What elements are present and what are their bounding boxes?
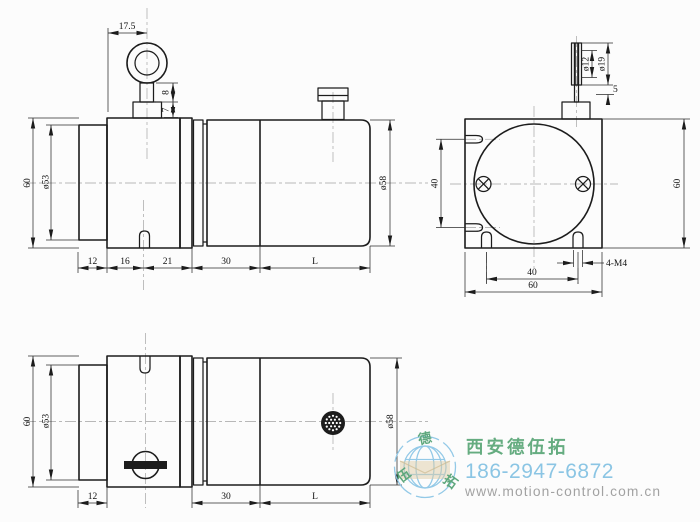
- dim-12-side: 12: [88, 257, 98, 267]
- dim-17-5: 17.5: [119, 22, 136, 32]
- view-side-top: 17.5 8 7 60 ø53 ø58 12: [23, 8, 428, 290]
- dim-30-side: 30: [221, 257, 231, 267]
- dim-d58-bottomview: ø58: [386, 414, 396, 429]
- dim-60-side: 60: [23, 178, 33, 188]
- dim-L-bottomview: L: [312, 492, 318, 502]
- ring-a: [179, 117, 193, 249]
- dim-d12: ø12: [582, 57, 592, 72]
- dim-7: 7: [162, 107, 172, 112]
- slotted-screw-icon: [124, 450, 167, 480]
- view-end: ø12 ø19 5 40 60 40 60 4-M4: [431, 36, 690, 297]
- dim-d19: ø19: [598, 57, 608, 72]
- screw-left-icon: [475, 175, 492, 193]
- eyebolt-edge-view: [561, 42, 591, 120]
- flange-cylinder-bottom: [78, 364, 108, 481]
- dim-60-bottom: 60: [528, 281, 538, 291]
- dim-d53-bottomview: ø53: [42, 414, 52, 429]
- dim-d53-side: ø53: [42, 175, 52, 190]
- front-flange-circle: [473, 123, 595, 245]
- watermark: 德 伍 拓 西安德伍拓 186-2947-6872 www.motion-con…: [392, 429, 661, 499]
- m4-slot-right: [572, 231, 584, 248]
- wire-exit-notch: [138, 230, 151, 248]
- dim-60-vertical: 60: [673, 179, 683, 189]
- dim-L-side: L: [312, 257, 318, 267]
- globe-logo-icon: 德 伍 拓: [392, 429, 461, 499]
- side-slot-lower: [465, 223, 484, 232]
- dim-5: 5: [613, 85, 618, 95]
- eyebolt-ring-inner: [134, 50, 160, 76]
- dim-40-vertical: 40: [431, 179, 441, 189]
- watermark-phone-number: 186-2947-6872: [465, 460, 614, 483]
- dim-30-bottomview: 30: [221, 492, 231, 502]
- dim-40-bottom: 40: [527, 268, 537, 278]
- flange-cylinder: [78, 124, 108, 241]
- dim-8: 8: [162, 90, 172, 95]
- dim-4-m4: 4-M4: [606, 259, 627, 269]
- side-slot-upper: [465, 134, 484, 144]
- screw-right-icon: [574, 175, 592, 193]
- dim-d58-side: ø58: [379, 176, 389, 191]
- ring-b-bottom: [192, 357, 204, 486]
- dim-21-side: 21: [163, 257, 173, 267]
- ring-a-bottom: [179, 355, 193, 488]
- logo-char-top: 德: [417, 429, 434, 448]
- encoder-housing-bottom: [206, 357, 371, 486]
- view-side-bottom: 60 ø53 ø58 12 30 L: [23, 333, 428, 508]
- dim-16-side: 16: [120, 257, 130, 267]
- mounting-square-body: [464, 118, 603, 249]
- m4-slot-left: [480, 231, 493, 248]
- connector-icon: [321, 411, 345, 435]
- cable-gland-stem: [321, 100, 345, 121]
- ring-b: [192, 119, 204, 247]
- wire-exit-notch-bottom: [139, 356, 151, 374]
- eyebolt-base: [132, 101, 163, 119]
- encoder-housing: [206, 119, 371, 247]
- dim-12-bottomview: 12: [88, 492, 98, 502]
- watermark-website-url: www.motion-control.com.cn: [464, 484, 661, 499]
- dim-60-bottomview: 60: [23, 417, 33, 427]
- watermark-company-name: 西安德伍拓: [466, 437, 569, 457]
